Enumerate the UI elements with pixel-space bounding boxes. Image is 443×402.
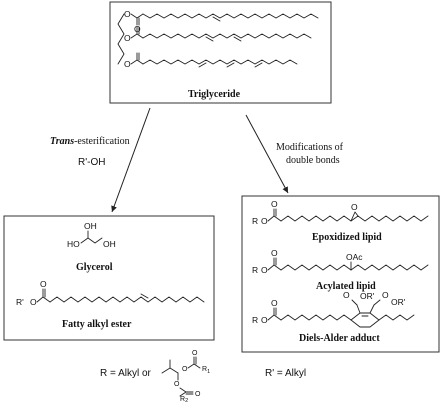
o-atom: O (30, 297, 37, 307)
fatty-ester-structure: R' O O (16, 279, 205, 307)
modifications-line1: Modifications of (276, 142, 344, 153)
triglyceride-label: Triglyceride (188, 89, 241, 100)
r-atom: R (252, 265, 258, 275)
o-atom: O (182, 366, 188, 373)
o-atom: O (124, 9, 131, 19)
r2-group: R2 (180, 396, 188, 402)
o-atom: O (351, 202, 358, 212)
diels-alder-label: Diels-Alder adduct (299, 333, 380, 344)
o-atom: O (195, 391, 201, 398)
r1-group: R1 (202, 366, 210, 375)
or-prime-atom: OR' (391, 297, 406, 307)
oh-atom: OH (103, 239, 116, 249)
o-atom: O (261, 216, 268, 226)
left-reaction-arrow (111, 107, 151, 213)
transesterification-label: Trans-esterification (50, 136, 130, 147)
right-reaction-arrow (245, 114, 289, 194)
ho-atom: HO (67, 239, 80, 249)
r-atom: R (252, 315, 258, 325)
o-atom: O (343, 290, 350, 300)
r2-subscript: 2 (185, 398, 188, 402)
o-atom: O (124, 33, 131, 43)
o-atom: O (271, 248, 278, 258)
or-prime-atom: OR' (360, 291, 375, 301)
transesterification-italic: Trans (50, 136, 74, 147)
footnote: R = Alkyl or O O R1 O O R2 R' = Alkyl (100, 350, 306, 402)
oac-atom: OAc (346, 252, 363, 262)
right-product-box (241, 195, 440, 353)
o-atom: O (40, 279, 47, 289)
triglyceride-structure: O O O O (117, 9, 319, 69)
reagent-label: R'-OH (78, 157, 105, 168)
r-atom: R (252, 216, 258, 226)
left-product-box (3, 215, 215, 341)
epoxidized-label: Epoxidized lipid (312, 232, 382, 243)
r-prime-definition: R' = Alkyl (265, 368, 306, 379)
glycerol-label: Glycerol (76, 262, 113, 273)
acylated-structure: R O O OAc (252, 248, 429, 275)
oh-atom: OH (84, 221, 97, 231)
triglyceride-box (109, 1, 332, 104)
glycerol-structure: HO OH OH (67, 221, 116, 249)
acylated-label: Acylated lipid (316, 281, 376, 292)
o-atom: O (271, 298, 278, 308)
transesterification-rest: -esterification (74, 136, 130, 147)
r1-letter: R (202, 366, 207, 373)
o-atom: O (134, 24, 141, 34)
r1-subscript: 1 (207, 369, 210, 375)
o-atom: O (174, 381, 180, 388)
o-atom: O (192, 350, 198, 357)
o-atom: O (124, 59, 131, 69)
o-atom: O (382, 290, 389, 300)
modifications-line2: double bonds (286, 155, 340, 166)
epoxidized-structure: R O O O (252, 199, 429, 226)
o-atom: O (271, 199, 278, 209)
o-atom: O (261, 315, 268, 325)
r-definition: R = Alkyl or (100, 368, 152, 379)
fatty-ester-label: Fatty alkyl ester (62, 319, 132, 330)
r2-letter: R (180, 396, 185, 402)
o-atom: O (261, 265, 268, 275)
diels-alder-structure: R O O O OR' O OR' (252, 290, 415, 328)
r-prime-atom: R' (16, 297, 24, 307)
